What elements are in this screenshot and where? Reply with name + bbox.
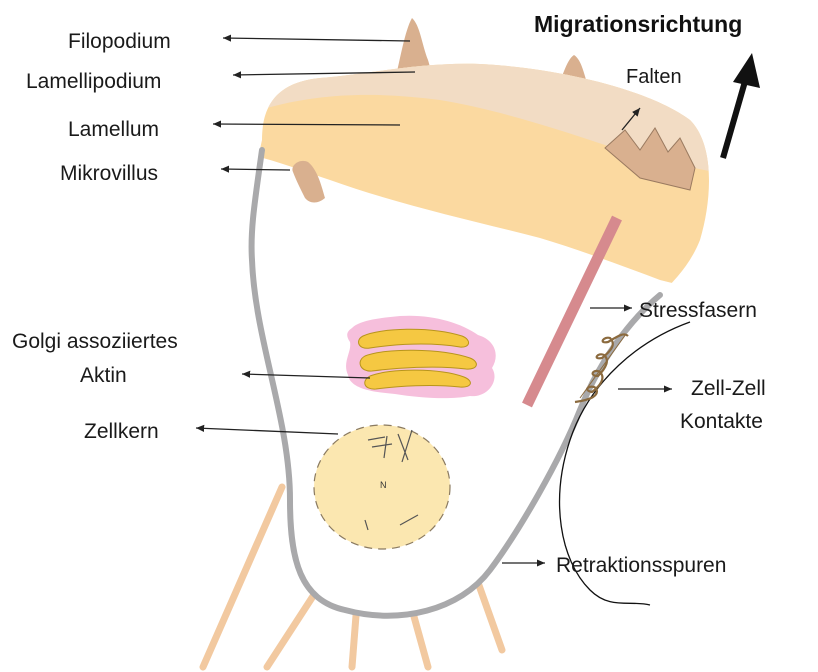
nucleus-letter: N [380, 480, 387, 490]
label-golgi-line1: Golgi assoziiertes [12, 330, 178, 353]
label-stressfasern: Stressfasern [639, 299, 757, 322]
label-lamellum: Lamellum [68, 118, 159, 141]
nucleus: N [314, 425, 450, 549]
label-zellkern: Zellkern [84, 420, 159, 443]
label-filopodium: Filopodium [68, 30, 171, 53]
label-retraktionsspuren: Retraktionsspuren [556, 554, 726, 577]
migration-arrow [723, 53, 760, 158]
label-lamellipodium: Lamellipodium [26, 70, 161, 93]
label-falten: Falten [626, 66, 682, 88]
label-mikrovillus: Mikrovillus [60, 162, 158, 185]
label-zell-zell-line2: Kontakte [680, 410, 763, 433]
label-golgi-line2: Aktin [80, 364, 127, 387]
retraction-fiber [203, 487, 282, 667]
label-zell-zell-line1: Zell-Zell [691, 377, 766, 400]
title-migrationsrichtung: Migrationsrichtung [534, 11, 742, 37]
